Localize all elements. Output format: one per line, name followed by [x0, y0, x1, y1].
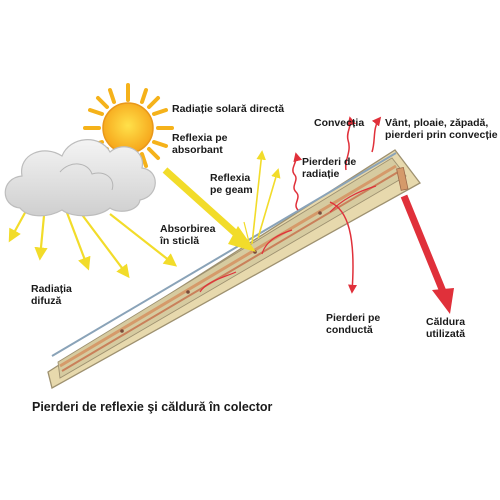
label-wind-rain-snow-line2: pierderi prin convecție — [385, 129, 498, 141]
absorber-plate — [59, 164, 397, 368]
label-diffuse-radiation-line2: difuză — [31, 295, 62, 307]
wind-convection-arrow — [371, 116, 382, 153]
label-glass-absorption-line2: în sticlă — [160, 235, 200, 247]
label-glass-absorption-line1: Absorbirea — [160, 223, 216, 235]
internal-flow-arrow-3 — [329, 185, 377, 213]
label-glass-reflection-line1: Reflexia — [210, 172, 251, 184]
label-conduction-loss-line2: conductă — [326, 324, 373, 336]
heat-loss-arrows — [199, 116, 382, 294]
label-conduction-loss-line1: Pierderi pe — [326, 312, 381, 324]
convection-arrow — [344, 116, 357, 171]
label-direct-radiation: Radiație solară directă — [172, 103, 285, 115]
internal-flow-arrow-1 — [261, 229, 293, 255]
label-useful-heat-line2: utilizată — [426, 328, 466, 340]
label-wind-rain-snow-line1: Vânt, ploaie, zăpadă, — [385, 117, 489, 129]
outlet-pipe — [396, 166, 409, 191]
direct-radiation-arrow — [162, 167, 256, 252]
collector — [47, 149, 421, 389]
useful-heat-arrow — [400, 194, 454, 314]
label-diffuse-radiation-line1: Radiația — [31, 283, 72, 295]
cloud-icon — [4, 139, 156, 217]
diagram-caption: Pierderi de reflexie şi căldură în colec… — [32, 400, 273, 414]
absorber-tube — [61, 171, 399, 372]
label-radiation-loss-line2: radiație — [302, 168, 340, 180]
conduction-loss-arrow — [329, 201, 358, 294]
label-glass-reflection-line2: pe geam — [210, 184, 253, 196]
radiation-loss-wave — [292, 152, 303, 211]
label-radiation-loss-line1: Pierderi de — [302, 156, 357, 168]
glass-cover — [51, 152, 397, 357]
label-useful-heat-line1: Căldura — [426, 316, 466, 328]
internal-flow-arrow-2 — [199, 271, 237, 293]
glass-reflection-rays — [243, 150, 281, 247]
label-convection: Convecția — [314, 117, 365, 129]
label-absorber-reflection-line1: Reflexia pe — [172, 132, 228, 144]
label-absorber-reflection-line2: absorbant — [172, 144, 223, 156]
